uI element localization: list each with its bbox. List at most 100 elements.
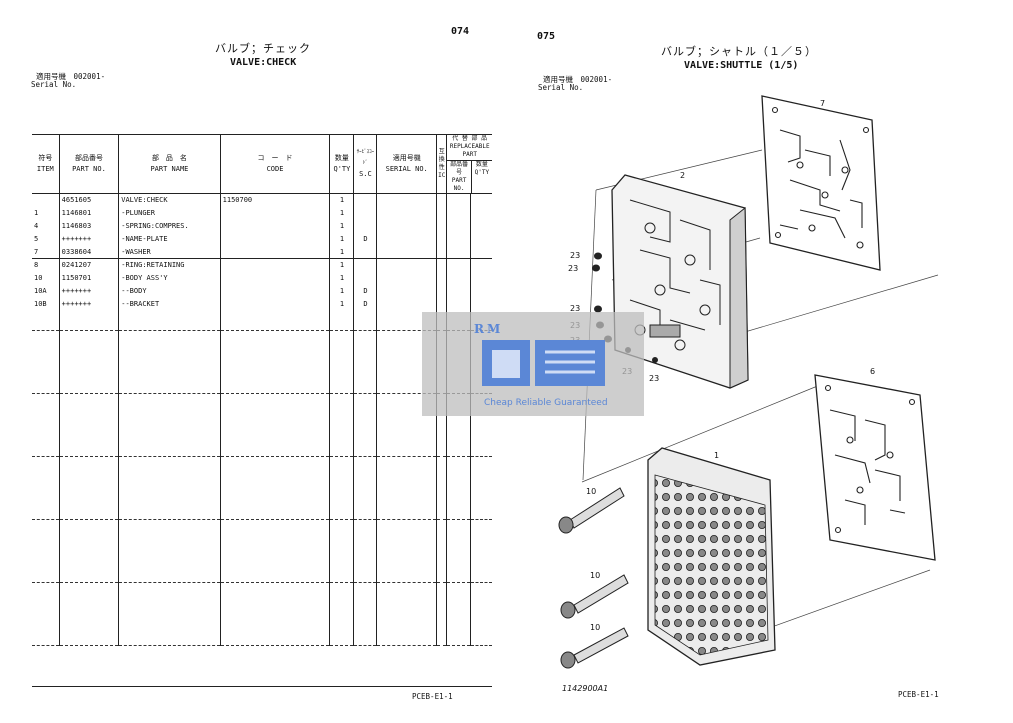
separator-plate-top	[761, 95, 881, 271]
cell-item: 5	[34, 234, 39, 243]
cell-empty	[470, 245, 492, 259]
cell-empty	[446, 193, 471, 207]
cell-empty	[470, 297, 492, 311]
cell-part: +++++++	[58, 232, 119, 246]
cell-item: 10B	[34, 299, 47, 308]
cell-empty	[435, 258, 447, 272]
table-blank-row	[32, 519, 492, 584]
cell-part: 0241207	[58, 258, 119, 272]
cell-qty: 1	[329, 271, 354, 285]
label-oring-1: 23	[570, 251, 581, 260]
cell-part: +++++++	[58, 284, 119, 298]
cell-empty	[376, 284, 437, 298]
right-title-jp: バルブ；シャトル（１／５）	[661, 45, 817, 58]
cell-name: --BODY	[118, 284, 221, 298]
right-serial-jp: 適用号機 002001-	[543, 75, 613, 84]
cell-item: 10A	[34, 286, 47, 295]
cell-qty: 1	[329, 206, 354, 220]
cell-name: -NAME-PLATE	[118, 232, 221, 246]
cell-code	[219, 206, 330, 220]
cell-empty	[376, 271, 437, 285]
cell-item: 4	[34, 221, 39, 230]
cell-name: --BRACKET	[118, 297, 221, 311]
cell-empty	[446, 219, 471, 233]
cell-code	[219, 284, 330, 298]
cell-code	[219, 245, 330, 259]
watermark-brand: RM	[474, 322, 504, 336]
left-title-en: VALVE:CHECK	[230, 57, 297, 68]
cell-name: -BODY ASS'Y	[118, 271, 221, 285]
cell-empty	[376, 245, 437, 259]
cell-empty	[435, 232, 447, 246]
cell-empty	[470, 219, 492, 233]
cell-sc: D	[353, 232, 377, 246]
cell-empty	[435, 284, 447, 298]
cell-item: 1	[34, 209, 39, 218]
cell-qty: 1	[329, 232, 354, 246]
cell-sc	[353, 206, 377, 220]
table-blank-row	[32, 456, 492, 521]
cell-code	[219, 219, 330, 233]
cell-empty	[435, 297, 447, 311]
label-oring-7: 23	[649, 374, 660, 383]
label-bolt-2: 10	[590, 571, 601, 580]
table-blank-row	[32, 393, 492, 458]
cell-sc	[353, 258, 377, 272]
cell-empty	[435, 219, 447, 233]
left-footer-code: PCEB-E1-1	[412, 692, 453, 701]
cell-empty	[446, 271, 471, 285]
cell-name: VALVE:CHECK	[118, 193, 221, 207]
label-bolt-3: 10	[590, 623, 601, 632]
cell-part: 1146801	[58, 206, 119, 220]
watermark-tagline: Cheap Reliable Guaranteed	[484, 398, 608, 408]
cell-item: 8	[34, 261, 39, 270]
cell-empty	[376, 232, 437, 246]
cell-qty: 1	[329, 245, 354, 259]
label-body: 1	[714, 451, 720, 460]
cell-empty	[435, 271, 447, 285]
cell-sc	[353, 245, 377, 259]
label-oring-2: 23	[568, 264, 579, 273]
cell-qty: 1	[329, 297, 354, 311]
cell-empty	[435, 245, 447, 259]
cell-empty	[470, 206, 492, 220]
cell-part: 1146803	[58, 219, 119, 233]
cell-name: -RING:RETAINING	[118, 258, 221, 272]
cell-qty: 1	[329, 219, 354, 233]
label-block: 2	[680, 171, 686, 180]
label-oring-3: 23	[570, 304, 581, 313]
cell-code	[219, 297, 330, 311]
cell-part: +++++++	[58, 297, 119, 311]
cell-empty	[470, 271, 492, 285]
cell-sc	[353, 193, 377, 207]
valve-body	[647, 447, 776, 666]
cell-empty	[470, 193, 492, 207]
cell-empty	[435, 193, 447, 207]
cell-code	[219, 232, 330, 246]
bolts	[558, 487, 629, 669]
watermark: RM Cheap Reliable Guaranteed	[422, 312, 644, 416]
right-title-en: VALVE:SHUTTLE (1/5)	[684, 60, 799, 71]
cell-code	[219, 258, 330, 272]
cell-sc: D	[353, 284, 377, 298]
cell-sc	[353, 271, 377, 285]
cell-sc	[353, 219, 377, 233]
cell-name: -WASHER	[118, 245, 221, 259]
cell-empty	[470, 284, 492, 298]
left-page-number: 074	[451, 26, 470, 37]
label-plate-bottom: 6	[870, 367, 876, 376]
table-blank-row	[32, 582, 492, 647]
